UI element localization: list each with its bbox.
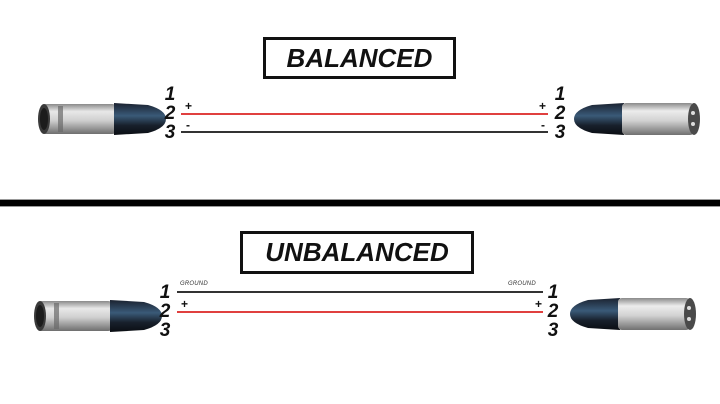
hot-plus-right: + [539,99,547,113]
cold-minus-right: - [541,118,545,132]
right-pin-2: 2 [554,103,566,124]
left-pin-3: 3 [164,122,176,143]
right-pin-3: 3 [547,320,559,341]
xlr-female-connector-icon [38,103,166,135]
cold-minus-left: - [186,118,190,132]
hot-plus-left: + [185,99,193,113]
right-pin-2: 2 [547,301,559,322]
cold-wire [181,131,548,133]
unbalanced-section: UNBALANCED 1 2 3 1 2 3 GROUND GROUND + + [0,206,720,404]
right-pin-3: 3 [554,122,566,143]
balanced-title: BALANCED [263,37,456,79]
xlr-female-connector-icon [34,300,162,332]
left-pin-1: 1 [159,282,171,303]
ground-label-right: GROUND [508,281,536,287]
ground-wire [177,291,543,293]
hot-plus-right: + [535,297,543,311]
right-pin-1: 1 [554,84,566,105]
right-pin-1: 1 [547,282,559,303]
hot-wire [181,113,548,115]
xlr-male-connector-icon [570,298,696,330]
hot-wire [177,311,543,313]
left-pin-3: 3 [159,320,171,341]
left-pin-2: 2 [159,301,171,322]
left-pin-2: 2 [164,103,176,124]
ground-label-left: GROUND [180,281,208,287]
section-divider [0,199,720,207]
unbalanced-title: UNBALANCED [240,231,474,274]
hot-plus-left: + [181,297,189,311]
balanced-section: BALANCED [0,0,720,199]
left-pin-1: 1 [164,84,176,105]
xlr-male-connector-icon [574,103,700,135]
